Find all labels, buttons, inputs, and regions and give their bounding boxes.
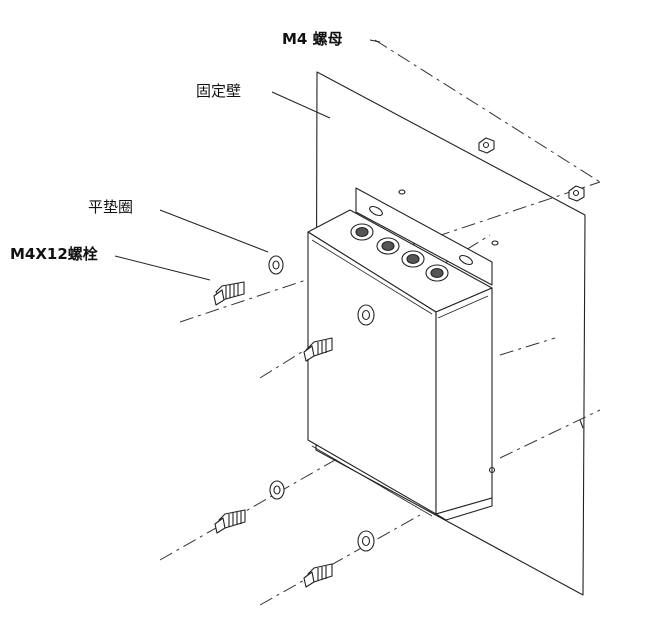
- washer-3: [269, 480, 285, 500]
- bolt-2: [303, 337, 333, 362]
- label-washer: 平垫圈: [88, 198, 134, 216]
- cable-glands: [350, 223, 449, 282]
- washer-2: [357, 304, 375, 326]
- bolt-1: [213, 281, 245, 306]
- washer-1: [268, 255, 284, 275]
- top-flange: [355, 187, 493, 286]
- label-wall: 固定壁: [196, 82, 242, 100]
- wall-holes: [398, 189, 499, 246]
- bolt-3: [214, 509, 246, 534]
- nut-top-left: [478, 137, 495, 154]
- enclosure-box: [307, 209, 496, 521]
- bolt-4: [303, 563, 333, 588]
- leader-lines: [114, 39, 381, 281]
- nut-top-right: [568, 185, 585, 202]
- label-nut: M4 螺母: [282, 30, 343, 48]
- washer-4: [357, 530, 375, 552]
- label-bolt: M4X12螺栓: [10, 245, 98, 263]
